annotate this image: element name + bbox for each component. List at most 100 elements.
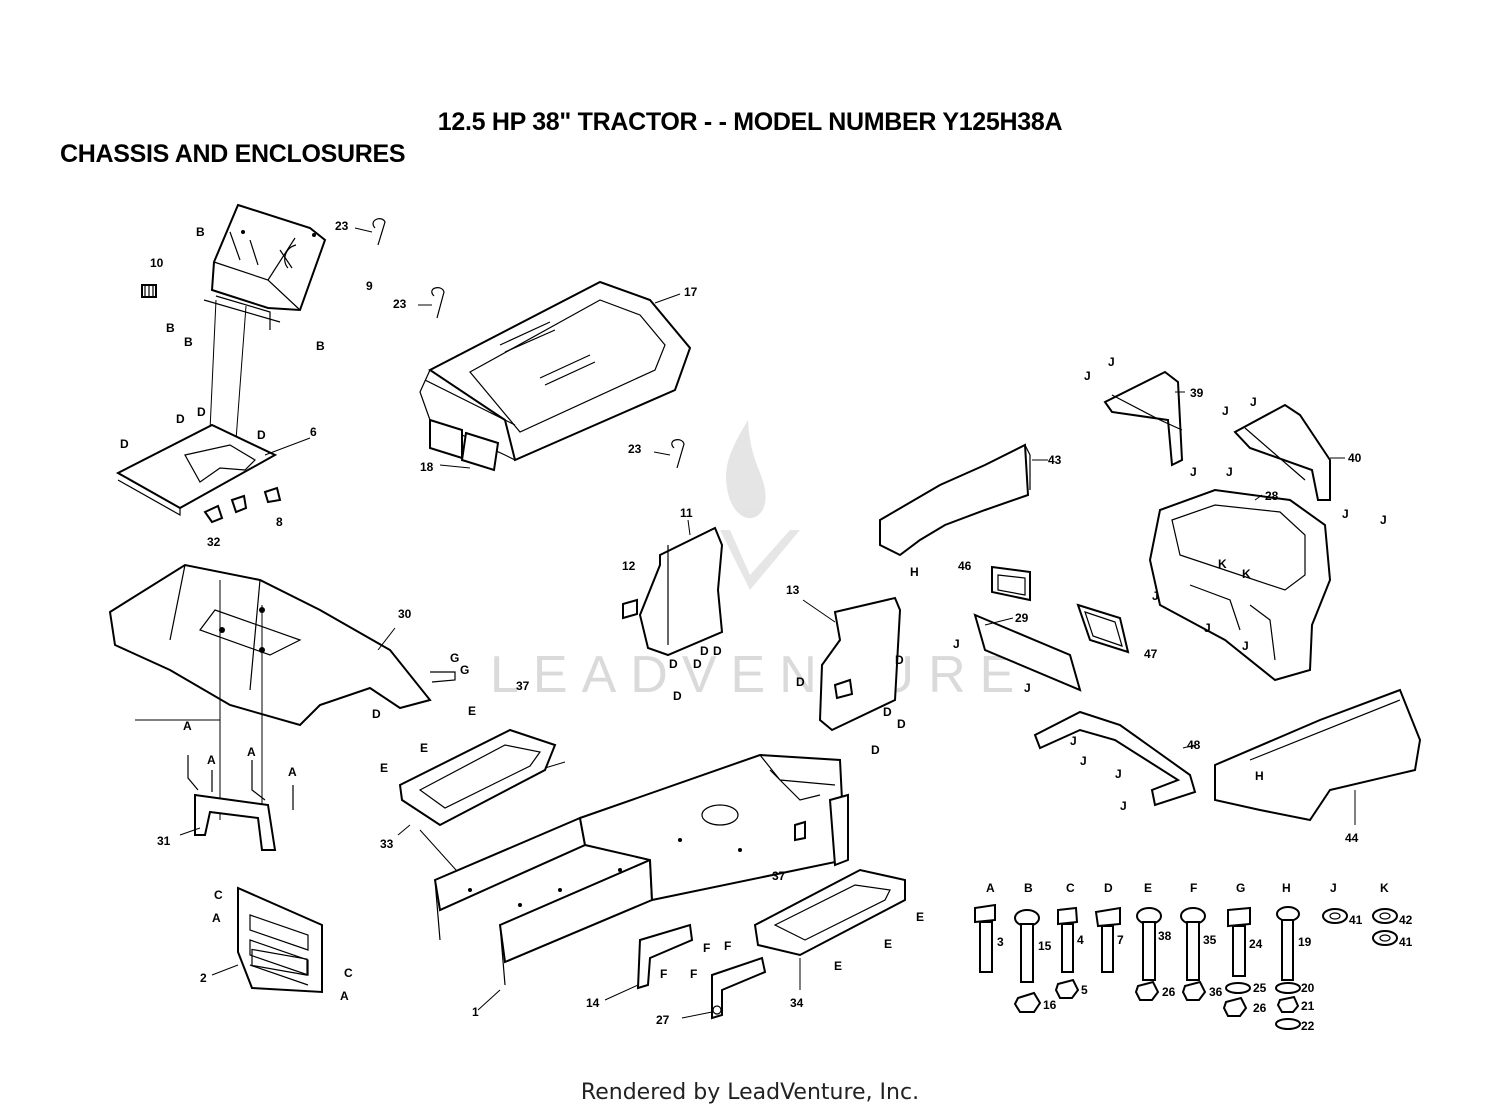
callout-40: 40 bbox=[1348, 451, 1362, 465]
ref-letter-D: D bbox=[669, 657, 678, 671]
ref-letter-D: D bbox=[883, 705, 892, 719]
callout-46: 46 bbox=[958, 559, 972, 573]
ref-letter-D: D bbox=[713, 644, 722, 658]
side-panel-13 bbox=[802, 596, 902, 732]
hood-17 bbox=[419, 280, 692, 462]
ref-letter-D: D bbox=[796, 675, 805, 689]
ref-letter-J: J bbox=[1250, 395, 1257, 409]
ref-letter-J: J bbox=[1115, 767, 1122, 781]
support-48 bbox=[1033, 710, 1197, 807]
hardware-col-K: K bbox=[1380, 881, 1389, 895]
hardware-col-B: B bbox=[1024, 881, 1033, 895]
ref-letter-J: J bbox=[1226, 465, 1233, 479]
ref-letter-J: J bbox=[1152, 589, 1159, 603]
ref-letter-J: J bbox=[1380, 513, 1387, 527]
callout-47: 47 bbox=[1144, 647, 1158, 661]
hw-part-42: 42 bbox=[1399, 913, 1413, 927]
ref-letter-A: A bbox=[288, 765, 297, 779]
ref-letter-G: G bbox=[460, 663, 469, 677]
bracket-14 bbox=[604, 923, 694, 1001]
hw-part-35: 35 bbox=[1203, 933, 1217, 947]
callout-37-right: 37 bbox=[772, 869, 786, 883]
hw-part-41b: 41 bbox=[1399, 935, 1413, 949]
ref-letter-C: C bbox=[214, 888, 223, 902]
hw-part-7: 7 bbox=[1117, 933, 1124, 947]
callout-37-left: 37 bbox=[516, 679, 530, 693]
ref-letter-B: B bbox=[184, 335, 193, 349]
hw-part-26b: 26 bbox=[1253, 1001, 1267, 1015]
fender-30 bbox=[108, 563, 456, 830]
hardware-col-H: H bbox=[1282, 881, 1291, 895]
ref-letter-E: E bbox=[834, 959, 842, 973]
ref-letter-J: J bbox=[1120, 799, 1127, 813]
ref-letter-H: H bbox=[910, 565, 919, 579]
fender-43 bbox=[879, 443, 1048, 557]
ref-letter-J: J bbox=[1108, 355, 1115, 369]
callout-44: 44 bbox=[1345, 831, 1359, 845]
ref-letter-D: D bbox=[673, 689, 682, 703]
ref-letter-J: J bbox=[1204, 621, 1211, 635]
side-panel-11 bbox=[622, 519, 724, 657]
callout-18: 18 bbox=[420, 460, 434, 474]
ref-letter-J: J bbox=[1070, 734, 1077, 748]
callout-48: 48 bbox=[1187, 738, 1201, 752]
ref-letter-J: J bbox=[1190, 465, 1197, 479]
hardware-col-A: A bbox=[986, 881, 995, 895]
watermark-text: LEADVENTURE bbox=[490, 646, 1028, 704]
hw-part-5: 5 bbox=[1081, 983, 1088, 997]
hw-part-21: 21 bbox=[1301, 999, 1315, 1013]
hw-part-24: 24 bbox=[1249, 937, 1263, 951]
ref-letter-F: F bbox=[703, 941, 710, 955]
clip-23-top bbox=[354, 218, 386, 246]
bracket-40 bbox=[1233, 403, 1345, 501]
ref-letter-J: J bbox=[1084, 369, 1091, 383]
ref-letter-D: D bbox=[693, 657, 702, 671]
ref-letter-K: K bbox=[1218, 557, 1227, 571]
ref-letter-J: J bbox=[953, 637, 960, 651]
callout-10: 10 bbox=[150, 256, 164, 270]
lens-46 bbox=[991, 565, 1031, 602]
bracket-31 bbox=[179, 755, 294, 851]
frame-1 bbox=[433, 753, 849, 1011]
ref-letter-C: C bbox=[344, 966, 353, 980]
ref-letter-A: A bbox=[183, 719, 192, 733]
ref-letter-D: D bbox=[197, 405, 206, 419]
callout-43: 43 bbox=[1048, 453, 1062, 467]
callout-23-mid: 23 bbox=[393, 297, 407, 311]
ref-letter-J: J bbox=[1342, 507, 1349, 521]
ref-letter-B: B bbox=[196, 225, 205, 239]
ref-letter-J: J bbox=[1242, 639, 1249, 653]
footrest-right-34 bbox=[753, 868, 906, 990]
hardware-legend: A B C D E F G H J K 3 15 16 4 5 7 38 26 … bbox=[986, 881, 1413, 1033]
hw-part-3: 3 bbox=[997, 935, 1004, 949]
hardware-row bbox=[974, 903, 1398, 1030]
callout-30: 30 bbox=[398, 607, 412, 621]
watermark: LEADVENTURE bbox=[490, 420, 1028, 704]
callout-28: 28 bbox=[1265, 489, 1279, 503]
callout-31: 31 bbox=[157, 834, 171, 848]
clip-23-low bbox=[653, 439, 685, 469]
ref-letter-J: J bbox=[1080, 754, 1087, 768]
ref-letter-F: F bbox=[724, 939, 731, 953]
ref-letter-A: A bbox=[247, 745, 256, 759]
ref-letter-D: D bbox=[871, 743, 880, 757]
ref-letter-F: F bbox=[690, 967, 697, 981]
ref-letter-F: F bbox=[660, 967, 667, 981]
ref-letter-E: E bbox=[420, 741, 428, 755]
ref-letter-E: E bbox=[916, 910, 924, 924]
ref-letter-D: D bbox=[176, 412, 185, 426]
hw-part-19: 19 bbox=[1298, 935, 1312, 949]
fastener-10 bbox=[141, 284, 157, 298]
callout-23-low: 23 bbox=[628, 442, 642, 456]
ref-letter-G: G bbox=[450, 651, 459, 665]
ref-letter-H: H bbox=[1255, 769, 1264, 783]
callout-33: 33 bbox=[380, 837, 394, 851]
ref-letter-E: E bbox=[468, 704, 476, 718]
ref-letter-B: B bbox=[166, 321, 175, 335]
hardware-col-E: E bbox=[1144, 881, 1152, 895]
strip-29 bbox=[973, 613, 1082, 692]
callout-34: 34 bbox=[790, 996, 804, 1010]
callout-2: 2 bbox=[200, 971, 207, 985]
ref-letter-D: D bbox=[895, 653, 904, 667]
callout-12: 12 bbox=[622, 559, 636, 573]
